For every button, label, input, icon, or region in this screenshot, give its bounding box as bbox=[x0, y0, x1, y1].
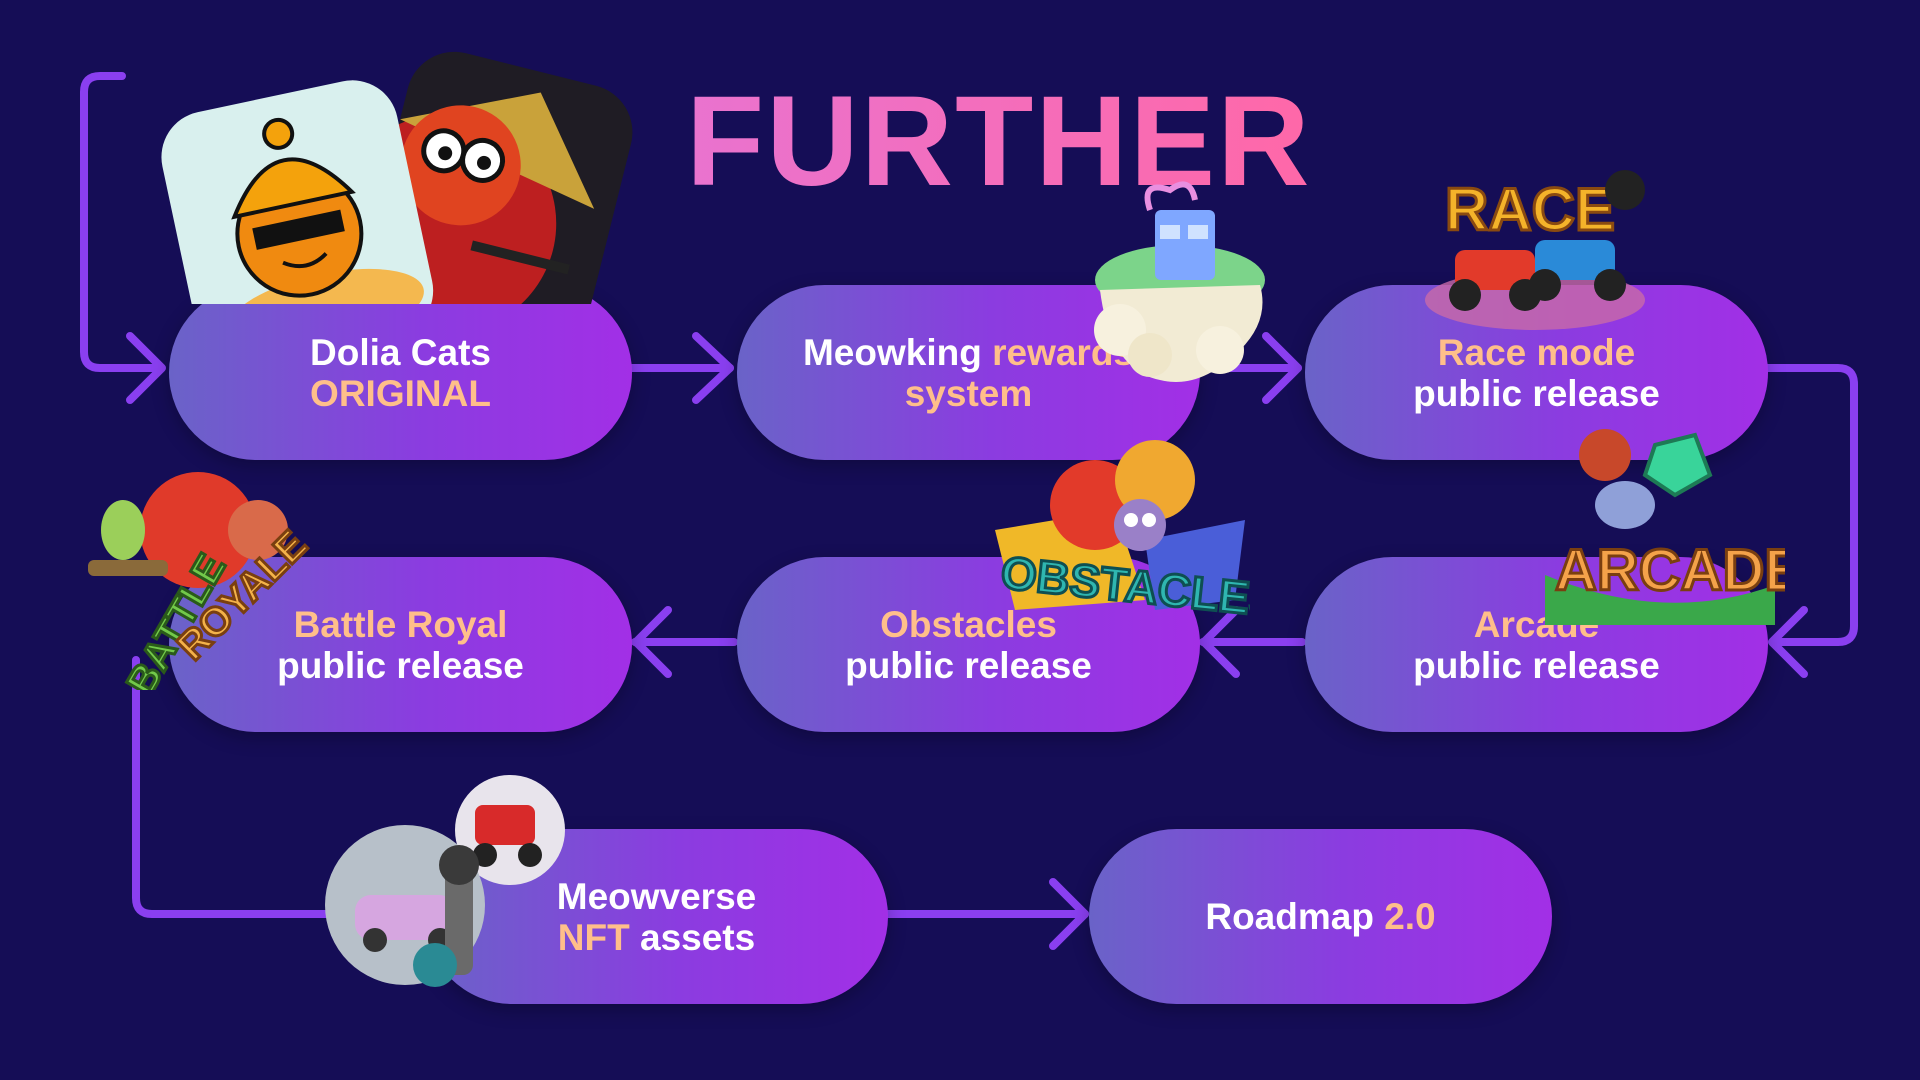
step-battle-royal[interactable]: Battle Royal public release bbox=[169, 557, 632, 732]
step-race-mode-text: public release bbox=[1413, 372, 1660, 414]
step-meowverse-line2: NFT assets bbox=[558, 917, 755, 958]
step-obstacles-line2: public release bbox=[845, 645, 1092, 686]
step-dolia-cats-line1: Dolia Cats bbox=[310, 332, 491, 373]
step-roadmap[interactable]: Roadmap 2.0 bbox=[1089, 829, 1552, 1004]
step-battle-royal-highlight: Battle Royal bbox=[293, 603, 508, 645]
step-roadmap-line1: Roadmap 2.0 bbox=[1205, 896, 1435, 937]
step-obstacles-text: public release bbox=[845, 644, 1092, 686]
step-meowverse-text: Meowverse bbox=[556, 875, 757, 917]
arrowhead-roadmap bbox=[1049, 878, 1089, 950]
battle-royale-logo-illustration: BATTLE ROYALE bbox=[88, 470, 328, 690]
obstacles-logo-illustration: OBSTACLES bbox=[995, 440, 1250, 630]
step-dolia-cats[interactable]: Dolia Cats ORIGINAL bbox=[169, 285, 632, 460]
step-battle-royal-line1: Battle Royal bbox=[294, 604, 508, 645]
arrowhead-dolia bbox=[126, 332, 166, 404]
step-meowverse-highlight: NFT bbox=[557, 916, 630, 958]
step-dolia-cats-text: Dolia Cats bbox=[310, 331, 491, 373]
arrowhead-battle bbox=[632, 606, 672, 678]
step-obstacles[interactable]: Obstacles public release bbox=[737, 557, 1200, 732]
step-obstacles-line1: Obstacles bbox=[880, 604, 1057, 645]
cat-avatar-cards-illustration bbox=[155, 42, 645, 304]
step-battle-royal-text: public release bbox=[277, 644, 524, 686]
connector-3-4 bbox=[1763, 364, 1858, 646]
arrowhead-obstacles bbox=[1200, 606, 1240, 678]
step-meowverse-text-2: assets bbox=[629, 916, 756, 958]
step-race-mode-line2: public release bbox=[1413, 373, 1660, 414]
step-meowking-line2: system bbox=[905, 373, 1033, 414]
step-arcade-line2: public release bbox=[1413, 645, 1660, 686]
step-battle-royal-line2: public release bbox=[277, 645, 524, 686]
step-roadmap-highlight: 2.0 bbox=[1384, 896, 1436, 937]
connector-6-7 bbox=[132, 656, 434, 918]
step-dolia-cats-line2: ORIGINAL bbox=[310, 373, 491, 414]
step-dolia-cats-highlight: ORIGINAL bbox=[310, 372, 491, 414]
floating-island-building-illustration bbox=[1070, 180, 1280, 390]
step-meowking-highlight-2: system bbox=[904, 372, 1033, 414]
arrowhead-meowking bbox=[692, 332, 734, 404]
nft-asset-bubbles-illustration bbox=[325, 775, 565, 990]
connector-loop-start bbox=[80, 72, 164, 372]
svg-text:RACE: RACE bbox=[1445, 176, 1615, 243]
step-meowking-text: Meowking bbox=[802, 331, 993, 373]
race-karts-illustration: RACE bbox=[1415, 160, 1655, 330]
step-roadmap-text: Roadmap bbox=[1205, 896, 1385, 937]
step-arcade-text: public release bbox=[1413, 644, 1660, 686]
svg-text:ARCADE: ARCADE bbox=[1555, 538, 1785, 603]
page-title: FURTHER bbox=[686, 70, 1312, 213]
arcade-logo-illustration: ARCADE bbox=[1545, 425, 1785, 625]
step-race-mode-highlight: Race mode bbox=[1437, 331, 1636, 373]
step-obstacles-highlight: Obstacles bbox=[880, 603, 1057, 645]
step-arcade[interactable]: Arcade public release bbox=[1305, 557, 1768, 732]
arrowhead-arcade bbox=[1768, 606, 1808, 678]
arrowhead-race bbox=[1262, 332, 1302, 404]
step-meowverse-line1: Meowverse bbox=[557, 876, 757, 917]
step-race-mode-line1: Race mode bbox=[1438, 332, 1635, 373]
